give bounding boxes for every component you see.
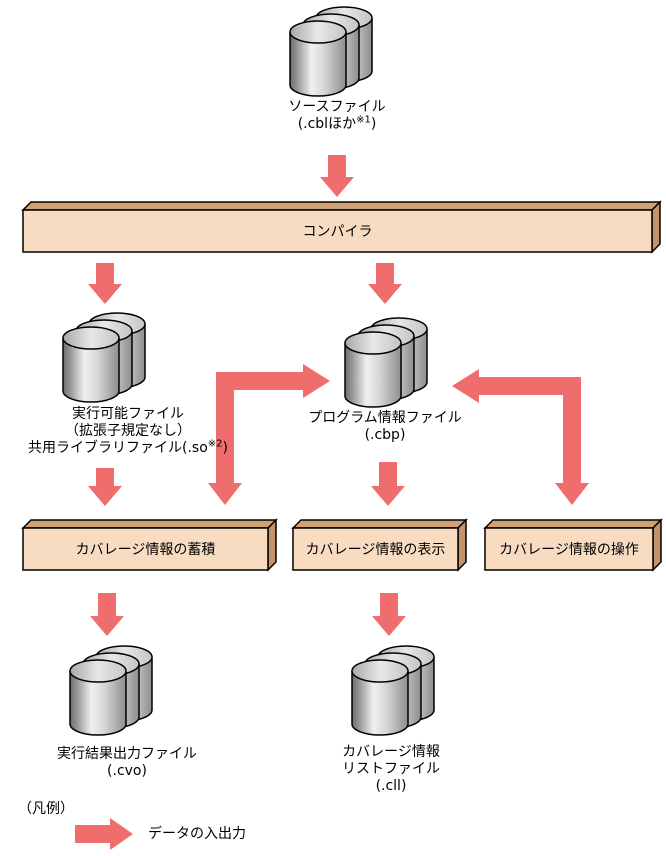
arrow-accumulate-program-info-bidirectional [208,364,330,505]
executable-ext-note: ※2 [207,438,223,450]
source-ext-note: ※1 [356,114,371,126]
source-file-label: ソースファイル (.cblほか※1) [212,99,462,133]
program-info-file-cylinders [344,317,428,408]
program-info-line1: プログラム情報ファイル [308,410,462,426]
compiler-bar [21,200,662,254]
coverage-list-file-label: カバレージ情報 リストファイル (.cll) [291,744,491,795]
program-info-line2: (.cbp) [364,427,406,443]
display-box [291,518,468,572]
arrow-compiler-to-executable [88,263,122,304]
exec-output-file-cylinders [69,645,153,736]
arrow-accumulate-to-exec-output [90,593,124,636]
executable-line2: （拡張子規定なし） [65,423,191,439]
exec-output-line1: 実行結果出力ファイル [57,746,197,762]
operate-box [483,518,663,572]
source-file-name: ソースファイル [288,99,386,115]
arrow-program-info-to-display [371,462,405,506]
arrow-operate-program-info-bidirectional [452,369,589,505]
accumulate-box-label: カバレージ情報の蓄積 [75,542,216,558]
legend-title: （凡例） [18,801,74,817]
executable-ext-text: 共用ライブラリファイル(.so [28,440,208,456]
arrow-executable-to-accumulate [88,468,122,506]
source-ext-text: (.cblほか [297,116,357,132]
executable-file-label: 実行可能ファイル （拡張子規定なし） 共用ライブラリファイル(.so※2) [4,406,252,457]
exec-output-line2: (.cvo) [107,763,147,779]
coverage-list-line2: リストファイル [342,761,440,777]
compiler-label: コンパイラ [302,224,373,240]
legend-arrow-label: データの入出力 [148,826,246,842]
executable-ext-close: ) [222,440,228,456]
executable-file-cylinders [62,312,146,403]
exec-output-file-label: 実行結果出力ファイル (.cvo) [27,746,227,780]
coverage-list-file-cylinders [351,645,435,736]
source-ext-close: ) [370,116,377,132]
source-file-ext: (.cblほか※1) [212,114,462,133]
accumulate-box [21,518,278,572]
executable-line3: 共用ライブラリファイル(.so※2) [4,438,252,457]
coverage-list-line1: カバレージ情報 [342,744,440,760]
coverage-list-line3: (.cll) [375,778,407,794]
operate-box-label: カバレージ情報の操作 [499,542,639,558]
arrow-source-to-compiler [320,155,354,197]
program-info-file-label: プログラム情報ファイル (.cbp) [285,410,485,444]
display-box-label: カバレージ情報の表示 [305,542,446,558]
source-file-cylinders [289,6,373,97]
executable-line1: 実行可能ファイル [72,406,184,422]
arrow-display-to-coverage-list [372,593,406,636]
legend-arrow-sample [75,818,133,850]
arrow-compiler-to-program-info [368,263,402,304]
